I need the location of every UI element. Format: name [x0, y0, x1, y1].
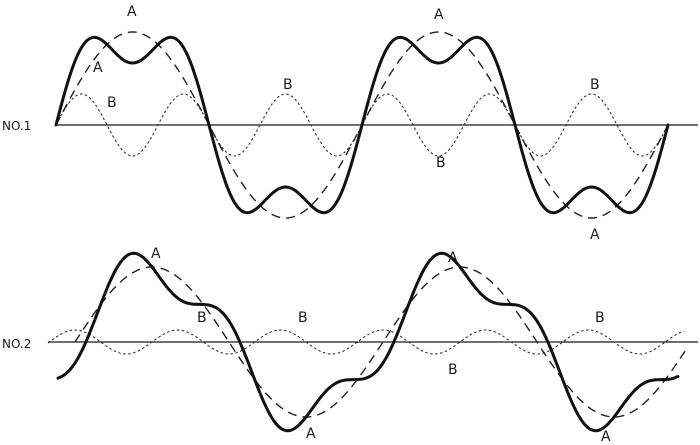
diagram-no1: NO.1 A A B A B B B A: [2, 4, 698, 243]
diagram-no2: NO.2 A B B A B B A A: [2, 246, 698, 445]
diagram-no2-harmonic-curve-b: [47, 329, 685, 355]
diagram-no2-label-b-3: B: [448, 362, 458, 378]
diagram-no2-label-a-2: A: [448, 250, 458, 266]
diagram-no1-label-b-4: B: [436, 155, 446, 171]
diagram-no1-label-a-3: A: [434, 7, 444, 23]
diagram-no1-label-a-1: A: [127, 4, 137, 20]
diagram-no2-label: NO.2: [2, 337, 31, 351]
diagram-no1-harmonic-curve-b: [55, 93, 669, 157]
diagram-no2-label-b-4: B: [595, 310, 605, 326]
diagram-no2-label-a-1: A: [151, 246, 161, 262]
diagram-no1-label-a-4: A: [590, 227, 600, 243]
diagram-no1-label: NO.1: [2, 119, 31, 133]
diagram-no2-label-a-3: A: [306, 426, 316, 442]
diagram-no2-label-b-2: B: [298, 310, 308, 326]
diagram-no2-label-a-4: A: [601, 429, 611, 445]
diagram-no1-label-b-2: B: [283, 77, 293, 93]
diagram-no2-resultant-curve: [56, 251, 680, 433]
diagram-no2-fundamental-curve-a: [74, 266, 686, 418]
diagram-no1-resultant-curve: [54, 35, 670, 215]
diagram-no1-label-b-1: B: [107, 95, 117, 111]
diagram-no1-label-a-2: A: [93, 60, 103, 76]
diagram-no2-label-b-1: B: [197, 310, 207, 326]
diagram-no1-label-b-3: B: [590, 77, 600, 93]
